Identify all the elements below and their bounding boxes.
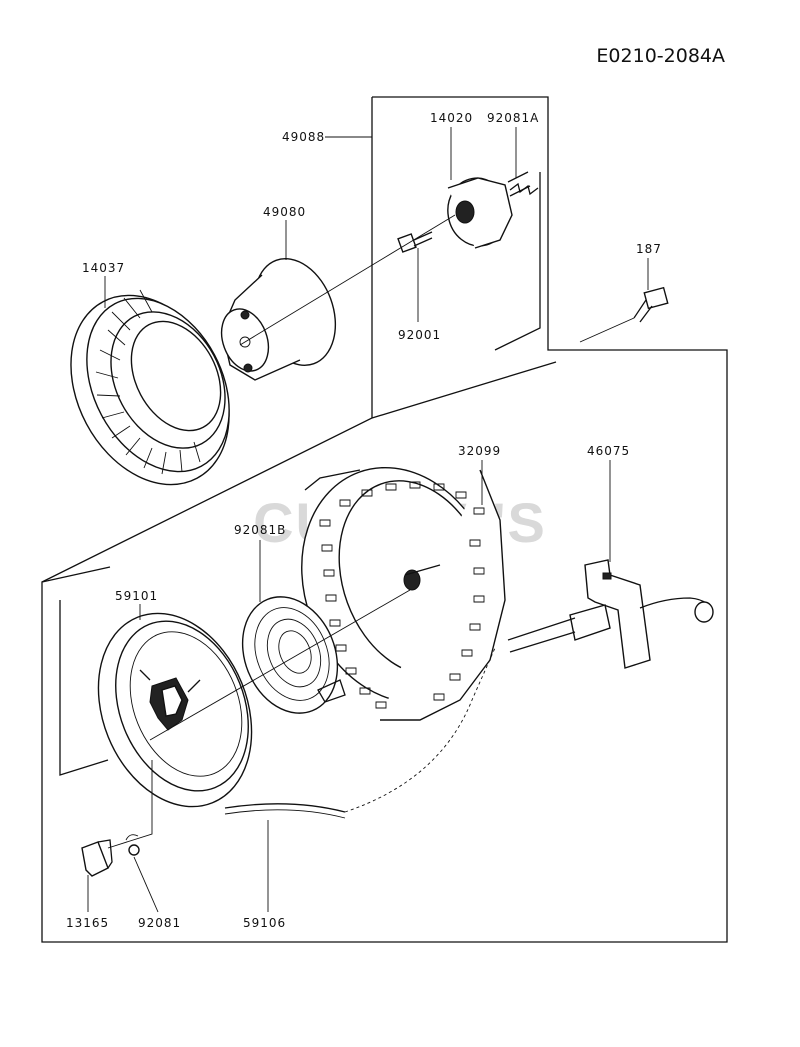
- label-92081B: 92081B: [234, 523, 286, 537]
- leader-lines: [87, 127, 649, 913]
- label-46075: 46075: [587, 444, 630, 458]
- upper-axis-line: [239, 214, 456, 346]
- case-32099: [301, 466, 506, 721]
- diagram-code: E0210-2084A: [596, 45, 725, 67]
- label-49080: 49080: [263, 205, 306, 219]
- cup-49080: [220, 258, 337, 381]
- label-92001: 92001: [398, 328, 441, 342]
- spring-92081: [125, 834, 140, 856]
- bolt-187: [633, 286, 669, 323]
- label-32099: 32099: [458, 444, 501, 458]
- rope-path-dashed: [344, 647, 496, 813]
- lower-axis-line: [149, 589, 411, 741]
- label-92081: 92081: [138, 916, 181, 930]
- label-92081A: 92081A: [487, 111, 539, 125]
- handle-46075: [507, 559, 714, 669]
- rope-59106: [224, 803, 346, 813]
- spring-92081A: [507, 171, 539, 197]
- bracket-diagonal: [371, 361, 557, 419]
- ratchet-13165: [81, 839, 113, 877]
- bracket-left: [59, 600, 109, 776]
- bolt-92001: [397, 231, 433, 253]
- reel-59101: [97, 612, 253, 808]
- label-59101: 59101: [115, 589, 158, 603]
- label-13165: 13165: [66, 916, 109, 930]
- pulley-14037: [70, 289, 230, 486]
- label-14037: 14037: [82, 261, 125, 275]
- rope-59106-inner: [224, 809, 346, 819]
- bracket-top-right: [494, 172, 541, 351]
- label-59106: 59106: [243, 916, 286, 930]
- label-14020: 14020: [430, 111, 473, 125]
- label-49088: 49088: [282, 130, 325, 144]
- bolt-187-line: [579, 317, 635, 343]
- assembly-frame: [41, 96, 728, 943]
- label-187: 187: [636, 242, 662, 256]
- cam-14020: [447, 177, 513, 249]
